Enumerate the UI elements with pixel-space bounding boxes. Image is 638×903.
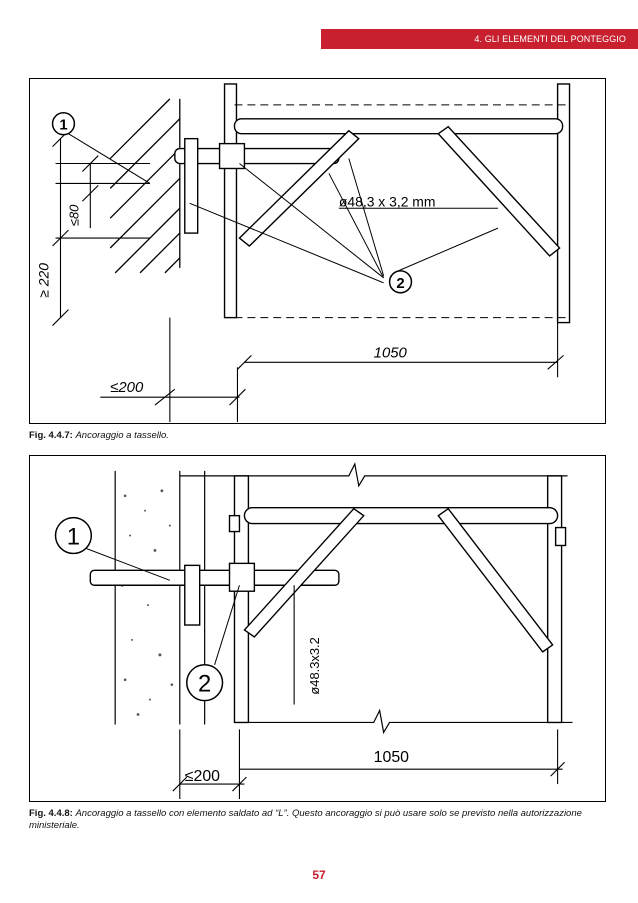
- figure-4-4-8: 1 2 ø48.3x3.2 1050 ≤200: [29, 455, 606, 802]
- figure-4-4-8-drawing: 1 2 ø48.3x3.2 1050 ≤200: [54, 462, 573, 800]
- page-number: 57: [312, 868, 326, 882]
- figure-4-4-7-caption: Fig. 4.4.7: Ancoraggio a tassello.: [29, 430, 609, 442]
- frame-detail-lines: [234, 104, 568, 319]
- chapter-header: 4. GLI ELEMENTI DEL PONTEGGIO: [321, 29, 638, 49]
- tube-spec-label: ø48,3 x 3,2 mm: [339, 193, 436, 209]
- callout-2-label: 2: [396, 276, 404, 292]
- chapter-title: 4. GLI ELEMENTI DEL PONTEGGIO: [474, 34, 626, 44]
- break-lines: [179, 462, 573, 735]
- wall-hatch: [109, 98, 181, 274]
- callout-2-label: 2: [198, 671, 211, 698]
- concrete-texture: [120, 489, 174, 716]
- callout-leaders: [78, 545, 240, 665]
- callout-circle-2: [186, 664, 224, 702]
- dimension-lines: [52, 130, 564, 423]
- scaffold-frame: [89, 475, 567, 724]
- height-dim-label: ≥ 220: [36, 263, 52, 298]
- callout-1-label: 1: [67, 523, 80, 550]
- small-dim-label: ≤80: [66, 204, 81, 226]
- callout-leaders: [68, 133, 499, 284]
- bay-length-label: 1050: [374, 749, 410, 766]
- dimension-lines: [172, 585, 565, 800]
- figure-4-4-7: 1 2 ø48,3 x 3,2 mm 1050 ≤200 ≥ 220 ≤80: [29, 78, 606, 424]
- callout-1-label: 1: [59, 118, 67, 134]
- scaffold-frame: [174, 83, 571, 324]
- wall-distance-label: ≤200: [185, 768, 220, 785]
- caption-text: Ancoraggio a tassello con elemento salda…: [29, 808, 582, 831]
- caption-number: Fig. 4.4.7:: [29, 430, 73, 441]
- caption-number: Fig. 4.4.8:: [29, 808, 73, 819]
- callout-circle-2: [388, 270, 413, 294]
- callout-circle-1: [51, 112, 76, 136]
- wall-distance-label: ≤200: [110, 380, 144, 396]
- figure-4-4-7-drawing: 1 2 ø48,3 x 3,2 mm 1050 ≤200 ≥ 220 ≤80: [36, 83, 571, 423]
- figure-4-4-8-caption: Fig. 4.4.8: Ancoraggio a tassello con el…: [29, 808, 609, 832]
- tube-spec-label: ø48.3x3.2: [307, 637, 322, 694]
- caption-text: Ancoraggio a tassello.: [75, 430, 169, 441]
- bay-length-label: 1050: [374, 345, 408, 361]
- callout-circle-1: [54, 516, 93, 555]
